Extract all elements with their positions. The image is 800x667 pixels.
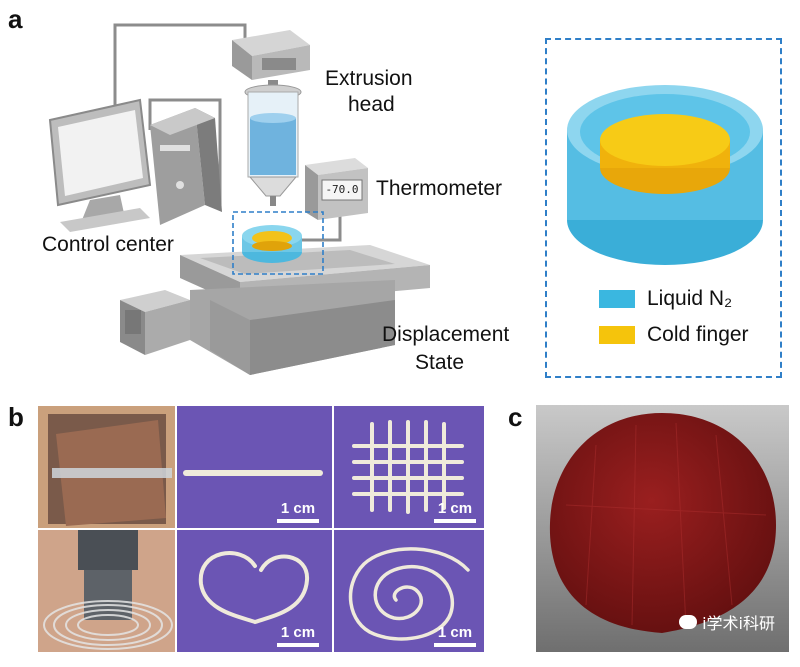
scale-bar-3: 1 cm	[277, 624, 319, 647]
legend-swatch-cold-finger	[599, 326, 635, 344]
wire-control-to-head	[113, 23, 247, 150]
photo-spiral-shape: 1 cm	[334, 530, 484, 652]
watermark-text: i学术i科研	[702, 614, 775, 633]
label-control-center: Control center	[42, 233, 174, 256]
dish-highlight-box	[232, 211, 324, 275]
scale-bar-2: 1 cm	[434, 500, 476, 523]
photo-red-fibrous-sample: i学术i科研	[536, 405, 789, 652]
legend-cold-finger: Cold finger	[599, 322, 749, 348]
scale-label-2: 1 cm	[437, 500, 473, 517]
scale-bar-4: 1 cm	[434, 624, 476, 647]
scale-label-3: 1 cm	[280, 624, 316, 641]
label-extrusion-line2: head	[348, 93, 395, 116]
copper-plate-image	[38, 406, 175, 528]
thermometer-reading: -70.0	[325, 183, 359, 196]
monitor-icon	[48, 98, 152, 232]
cold-finger-inset: Liquid N₂ Cold finger	[545, 38, 782, 378]
wechat-icon	[679, 615, 698, 629]
photo-grid: 1 cm	[334, 406, 484, 528]
thermometer-device-icon	[305, 158, 368, 220]
heart-shape-image	[177, 530, 332, 652]
scale-line-3	[277, 643, 319, 647]
photo-printing-process	[38, 530, 175, 652]
label-displacement-line2: State	[415, 351, 465, 374]
panel-a-letter: a	[8, 4, 23, 34]
scale-line-2	[434, 519, 476, 523]
scale-label-1: 1 cm	[280, 500, 316, 517]
spiral-shape-image	[334, 530, 484, 652]
photo-straight-line: 1 cm	[177, 406, 332, 528]
label-extrusion-line1: Extrusion	[325, 67, 413, 90]
scale-label-4: 1 cm	[437, 624, 473, 641]
syringe-icon	[244, 84, 302, 206]
scale-line-1	[277, 519, 319, 523]
label-thermometer: Thermometer	[376, 177, 503, 200]
photo-heart-shape: 1 cm	[177, 530, 332, 652]
cold-finger-illustration	[567, 85, 763, 265]
red-sample-image	[536, 405, 789, 652]
photo-copper-plate	[38, 406, 175, 528]
panel-b-letter: b	[8, 402, 24, 432]
scale-line-4	[434, 643, 476, 647]
displacement-stage-icon	[120, 245, 430, 375]
grid-image	[334, 406, 484, 528]
wire-control-to-stage	[148, 98, 222, 210]
scale-bar-1: 1 cm	[277, 500, 319, 523]
extrusion-motor-icon	[232, 30, 310, 92]
legend-liquid-n2: Liquid N₂	[599, 286, 732, 312]
label-displacement-line1: Displacement	[382, 323, 510, 346]
cold-dish-icon	[242, 225, 302, 263]
legend-swatch-liquid-n2	[599, 290, 635, 308]
legend-label-liquid-n2: Liquid N₂	[647, 287, 733, 310]
printing-process-image	[38, 530, 175, 652]
watermark: i学术i科研	[679, 610, 775, 634]
printing-setup-illustration	[48, 23, 430, 375]
computer-tower-icon	[150, 108, 222, 225]
legend-label-cold-finger: Cold finger	[647, 323, 749, 346]
panel-c-letter: c	[508, 402, 523, 432]
straight-line-image	[177, 406, 332, 528]
